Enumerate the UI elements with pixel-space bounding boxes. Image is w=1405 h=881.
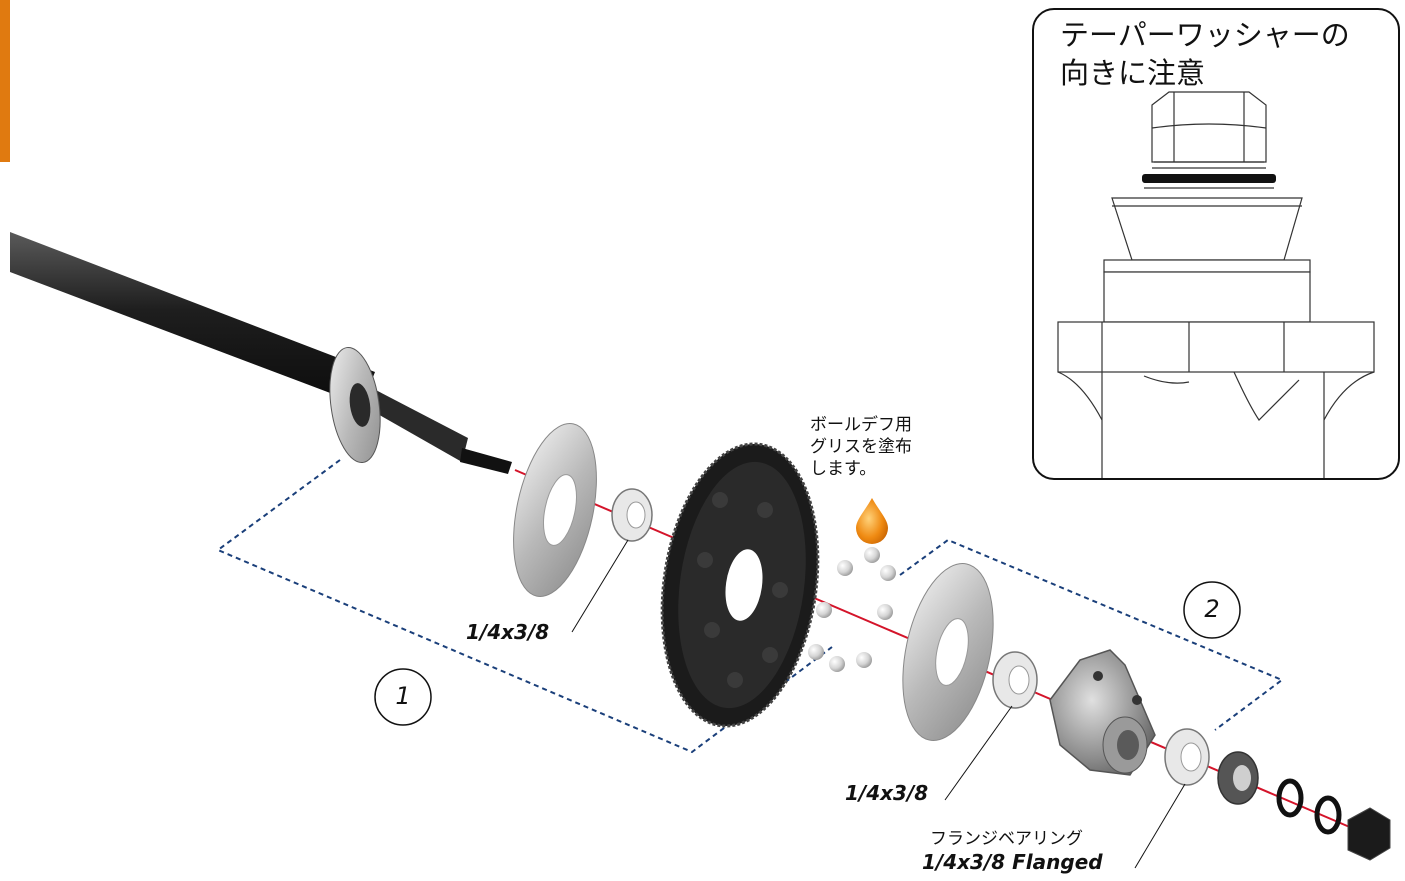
leader-line-flanged-bearing [1134, 783, 1186, 869]
grease-note-line3: します。 [810, 459, 877, 479]
group1-dashed-bracket [215, 459, 833, 754]
diff-balls [808, 547, 896, 672]
diff-washer-right [902, 563, 994, 741]
diff-washer-left [513, 423, 597, 597]
grease-note-line1: ボールデフ用 [810, 415, 912, 435]
callout-taper-washer [1142, 174, 1276, 183]
bearing-center [992, 651, 1038, 709]
step-2-number: 2 [1204, 595, 1220, 623]
shaft-plate [329, 346, 381, 464]
page-edge-tab [0, 0, 10, 162]
step-2-circle [1183, 581, 1241, 639]
spur-gear [660, 442, 820, 728]
bearing-left [611, 488, 653, 542]
lock-nut [1347, 807, 1391, 861]
grease-note: ボールデフ用 グリスを塗布 します。 [810, 414, 912, 480]
spacer-collar [1217, 751, 1259, 805]
grease-drop-icon [856, 498, 888, 544]
callout-line-drawing [1057, 91, 1375, 478]
bearing-flanged [1164, 728, 1210, 786]
callout-title-line2: 向きに注意 [1060, 56, 1206, 90]
leader-line-center-bearing [944, 705, 1013, 801]
main-shaft [10, 232, 512, 474]
callout-title-line1: テーパーワッシャーの [1060, 18, 1350, 52]
step-1-number: 1 [395, 682, 411, 710]
taper-washer-callout: テーパーワッシャーの 向きに注意 [1032, 8, 1400, 480]
bearing-left-size-label: 1/4x3/8 [466, 620, 550, 644]
step-1-circle [374, 668, 432, 726]
diff-hub [1049, 649, 1156, 776]
flanged-bearing-size-label: 1/4x3/8 Flanged [922, 850, 1103, 874]
callout-title: テーパーワッシャーの 向きに注意 [1060, 16, 1350, 92]
grease-note-line2: グリスを塗布 [810, 437, 912, 457]
flanged-bearing-jp-label: フランジベアリング [930, 829, 1083, 849]
group2-dashed-bracket [899, 538, 1285, 731]
bearing-center-size-label: 1/4x3/8 [845, 781, 929, 805]
leader-line-left-bearing [571, 539, 629, 633]
taper-washers [1276, 778, 1342, 835]
